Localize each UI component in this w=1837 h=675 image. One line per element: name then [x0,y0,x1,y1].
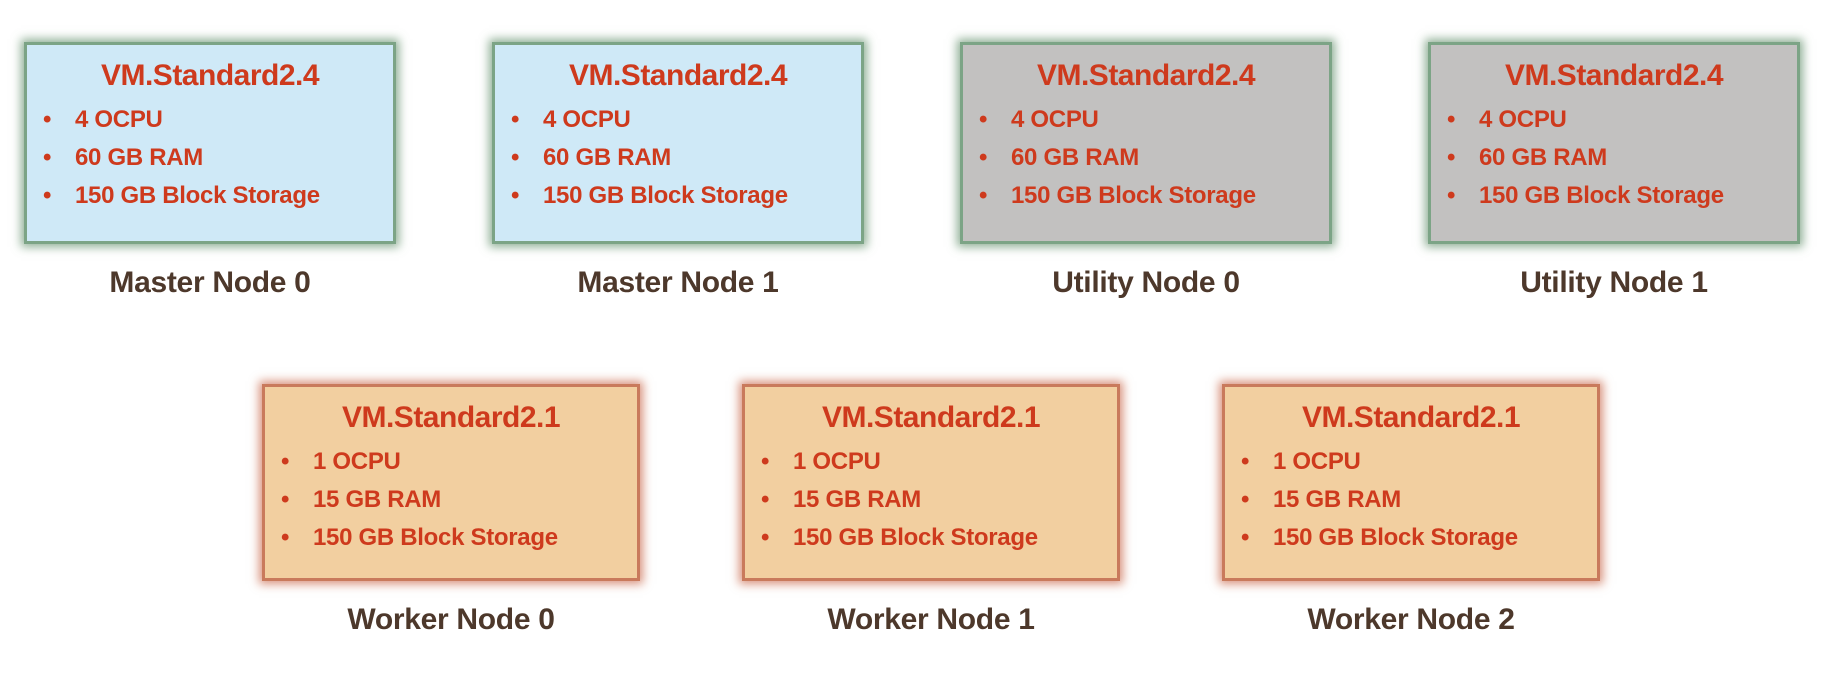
vm-spec-ocpu: 4 OCPU [27,101,393,139]
vm-spec-list: 1 OCPU 15 GB RAM 150 GB Block Storage [745,443,1117,557]
vm-spec-ram: 60 GB RAM [1431,139,1797,177]
vm-spec-ram: 60 GB RAM [963,139,1329,177]
vm-shape-box-utility-1: VM.Standard2.4 4 OCPU 60 GB RAM 150 GB B… [1428,42,1800,244]
vm-spec-ocpu: 1 OCPU [745,443,1117,481]
vm-spec-storage: 150 GB Block Storage [1225,519,1597,557]
node-card-worker-0: VM.Standard2.1 1 OCPU 15 GB RAM 150 GB B… [262,384,640,637]
node-label-worker-1: Worker Node 1 [827,603,1035,636]
vm-shape-box-worker-1: VM.Standard2.1 1 OCPU 15 GB RAM 150 GB B… [742,384,1120,581]
vm-shape-title: VM.Standard2.4 [1036,59,1256,92]
node-card-master-1: VM.Standard2.4 4 OCPU 60 GB RAM 150 GB B… [492,42,864,300]
node-label-utility-0: Utility Node 0 [1052,266,1240,299]
vm-spec-ram: 60 GB RAM [495,139,861,177]
vm-spec-list: 4 OCPU 60 GB RAM 150 GB Block Storage [27,101,393,215]
vm-shape-box-master-0: VM.Standard2.4 4 OCPU 60 GB RAM 150 GB B… [24,42,396,244]
node-card-worker-2: VM.Standard2.1 1 OCPU 15 GB RAM 150 GB B… [1222,384,1600,637]
vm-spec-ocpu: 1 OCPU [265,443,637,481]
node-label-worker-0: Worker Node 0 [347,603,555,636]
vm-spec-ram: 60 GB RAM [27,139,393,177]
vm-shape-box-master-1: VM.Standard2.4 4 OCPU 60 GB RAM 150 GB B… [492,42,864,244]
vm-shape-title: VM.Standard2.4 [1504,59,1724,92]
vm-shape-title: VM.Standard2.1 [341,401,561,434]
vm-spec-ram: 15 GB RAM [1225,481,1597,519]
node-label-utility-1: Utility Node 1 [1520,266,1708,299]
vm-shape-title: VM.Standard2.1 [1301,401,1521,434]
node-card-utility-1: VM.Standard2.4 4 OCPU 60 GB RAM 150 GB B… [1428,42,1800,300]
vm-spec-storage: 150 GB Block Storage [745,519,1117,557]
vm-spec-storage: 150 GB Block Storage [495,177,861,215]
vm-shape-title: VM.Standard2.4 [568,59,788,92]
vm-shape-box-worker-0: VM.Standard2.1 1 OCPU 15 GB RAM 150 GB B… [262,384,640,581]
vm-spec-ocpu: 4 OCPU [963,101,1329,139]
vm-spec-list: 1 OCPU 15 GB RAM 150 GB Block Storage [1225,443,1597,557]
vm-shape-title: VM.Standard2.4 [100,59,320,92]
vm-spec-ram: 15 GB RAM [745,481,1117,519]
vm-spec-ocpu: 1 OCPU [1225,443,1597,481]
vm-shape-title: VM.Standard2.1 [821,401,1041,434]
vm-spec-storage: 150 GB Block Storage [963,177,1329,215]
vm-spec-list: 4 OCPU 60 GB RAM 150 GB Block Storage [1431,101,1797,215]
vm-shape-box-utility-0: VM.Standard2.4 4 OCPU 60 GB RAM 150 GB B… [960,42,1332,244]
vm-spec-list: 1 OCPU 15 GB RAM 150 GB Block Storage [265,443,637,557]
vm-shape-box-worker-2: VM.Standard2.1 1 OCPU 15 GB RAM 150 GB B… [1222,384,1600,581]
vm-spec-storage: 150 GB Block Storage [1431,177,1797,215]
vm-spec-list: 4 OCPU 60 GB RAM 150 GB Block Storage [963,101,1329,215]
vm-spec-storage: 150 GB Block Storage [27,177,393,215]
node-card-master-0: VM.Standard2.4 4 OCPU 60 GB RAM 150 GB B… [24,42,396,300]
node-label-master-0: Master Node 0 [109,266,311,299]
vm-spec-list: 4 OCPU 60 GB RAM 150 GB Block Storage [495,101,861,215]
vm-spec-ocpu: 4 OCPU [495,101,861,139]
node-card-worker-1: VM.Standard2.1 1 OCPU 15 GB RAM 150 GB B… [742,384,1120,637]
node-label-master-1: Master Node 1 [577,266,779,299]
node-card-utility-0: VM.Standard2.4 4 OCPU 60 GB RAM 150 GB B… [960,42,1332,300]
vm-spec-storage: 150 GB Block Storage [265,519,637,557]
node-label-worker-2: Worker Node 2 [1307,603,1515,636]
vm-spec-ram: 15 GB RAM [265,481,637,519]
vm-spec-ocpu: 4 OCPU [1431,101,1797,139]
